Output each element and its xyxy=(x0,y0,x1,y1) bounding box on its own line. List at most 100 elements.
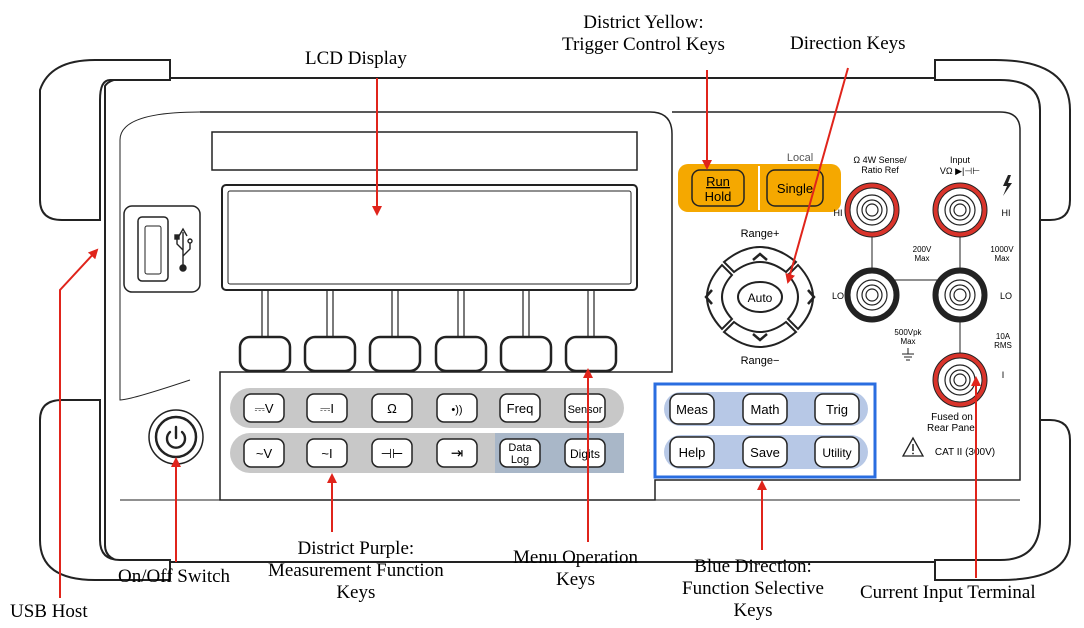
bumper-top-left xyxy=(39,59,171,221)
chevron-up-icon xyxy=(752,252,768,261)
v200-label-1: 200V xyxy=(913,245,932,254)
blue-callout-line-1: Blue Direction: xyxy=(694,556,812,577)
bumper-bottom-left xyxy=(39,399,171,581)
trig-key-label: Trig xyxy=(826,402,848,417)
diode-key[interactable] xyxy=(436,438,478,468)
usb-arrow xyxy=(59,248,99,598)
ohm-key[interactable] xyxy=(371,393,413,423)
aci-key-label: ~I xyxy=(321,446,332,461)
trigger-keys-callout: District Yellow: Trigger Control Keys xyxy=(562,12,725,56)
capacitance-key[interactable] xyxy=(371,438,413,468)
a10-label-1: 10A xyxy=(996,332,1011,341)
a10-label-2: RMS xyxy=(994,341,1012,350)
hold-key-label: Hold xyxy=(705,189,732,204)
menu-key-6[interactable] xyxy=(564,335,618,373)
dci-key[interactable] xyxy=(306,393,348,423)
current-callout-text: Current Input Terminal xyxy=(860,582,1036,603)
acv-key[interactable] xyxy=(243,438,285,468)
math-key[interactable] xyxy=(742,393,788,425)
single-key[interactable] xyxy=(766,169,824,207)
local-label: Local xyxy=(787,152,813,164)
math-key-label: Math xyxy=(751,402,780,417)
purple-district-callout: District Purple: Measurement Function Ke… xyxy=(268,538,444,604)
sensor-key-label: Sensor xyxy=(568,404,603,416)
diode-key-label: ⇥ xyxy=(451,445,464,462)
lcd-display xyxy=(221,184,638,291)
digits-key[interactable] xyxy=(564,438,606,468)
direction-callout-text: Direction Keys xyxy=(790,33,906,54)
lo-left-label: LO xyxy=(832,291,844,301)
datalog-key-label-2: Log xyxy=(511,454,529,466)
meas-key-label: Meas xyxy=(676,402,708,417)
freq-key-label: Freq xyxy=(507,401,534,416)
input-label-2: VΩ ▶|⊣⊢ xyxy=(940,166,980,176)
trig-key[interactable] xyxy=(814,393,860,425)
i-label: I xyxy=(1002,370,1005,380)
sense-label-2: Ratio Ref xyxy=(861,165,899,175)
datalog-key-label-1: Data xyxy=(508,442,532,454)
menu-key-4[interactable] xyxy=(434,335,488,373)
direction-keys-callout: Direction Keys xyxy=(790,33,906,55)
menu-keys xyxy=(238,290,618,373)
freq-key[interactable] xyxy=(499,393,541,423)
v200-label-2: Max xyxy=(914,254,929,263)
power-icon xyxy=(165,425,187,449)
vpk-label-1: 500Vpk xyxy=(894,328,922,337)
bumper-bottom-right xyxy=(934,419,1071,581)
lo-right-label: LO xyxy=(1000,291,1012,301)
auto-key[interactable] xyxy=(737,281,783,313)
menu-key-2[interactable] xyxy=(303,335,357,373)
dcv-key-label: ⎓V xyxy=(254,401,273,416)
usb-host-callout: USB Host xyxy=(10,601,88,623)
range-plus-label: Range+ xyxy=(741,228,780,240)
menu-keys-callout: Menu Operation Keys xyxy=(513,547,638,591)
blue-direction-callout: Blue Direction: Function Selective Keys xyxy=(682,556,824,622)
sensor-key[interactable] xyxy=(564,393,606,423)
range-up-key[interactable] xyxy=(722,246,798,274)
utility-key[interactable] xyxy=(814,436,860,468)
ohm-key-label: Ω xyxy=(387,401,397,416)
lcd-display-callout: LCD Display xyxy=(305,48,407,70)
aci-key[interactable] xyxy=(306,438,348,468)
digits-key-label: Digits xyxy=(570,447,600,461)
run-hold-key[interactable] xyxy=(691,169,745,207)
fused-label-1: Fused on xyxy=(931,412,973,423)
meas-key[interactable] xyxy=(669,393,715,425)
menu-key-3[interactable] xyxy=(368,335,422,373)
trigger-callout-line-1: District Yellow: xyxy=(583,12,704,33)
chevron-left-icon xyxy=(704,289,713,305)
warning-icon xyxy=(901,436,925,457)
chevron-down-icon xyxy=(752,333,768,342)
v1000-label-1: 1000V xyxy=(990,245,1014,254)
lcd-inner xyxy=(227,190,632,285)
left-key[interactable] xyxy=(706,263,734,331)
dcv-key[interactable] xyxy=(243,393,285,423)
save-key[interactable] xyxy=(742,436,788,468)
acv-key-label: ~V xyxy=(256,446,273,461)
direction-arrow xyxy=(785,67,849,284)
onoff-switch-callout: On/Off Switch xyxy=(118,566,230,588)
purple-callout-line-3: Keys xyxy=(336,582,376,603)
menu-key-5[interactable] xyxy=(499,335,553,373)
v1000-label-2: Max xyxy=(994,254,1009,263)
cat-label: CAT II (300V) xyxy=(935,447,995,458)
blue-callout-line-2: Function Selective xyxy=(682,578,824,599)
usb-callout-text: USB Host xyxy=(10,601,88,622)
help-key[interactable] xyxy=(669,436,715,468)
hi-right-label: HI xyxy=(1002,208,1011,218)
sense-label-1: Ω 4W Sense/ xyxy=(853,155,907,165)
single-key-label: Single xyxy=(777,181,813,196)
utility-key-label: Utility xyxy=(822,446,851,460)
current-terminal-callout: Current Input Terminal xyxy=(860,582,1036,604)
continuity-key[interactable] xyxy=(436,393,478,423)
hi-left-label: HI xyxy=(834,208,843,218)
range-minus-label: Range− xyxy=(741,355,780,367)
menu-key-1[interactable] xyxy=(238,335,292,373)
help-key-label: Help xyxy=(679,445,706,460)
selective-key-frame xyxy=(653,382,877,479)
menu-callout-line-2: Keys xyxy=(556,569,596,590)
menu-callout-line-1: Menu Operation xyxy=(513,547,639,568)
fused-label-2: Rear Panel xyxy=(927,423,977,434)
datalog-key[interactable] xyxy=(499,438,541,468)
range-down-key[interactable] xyxy=(722,320,798,348)
